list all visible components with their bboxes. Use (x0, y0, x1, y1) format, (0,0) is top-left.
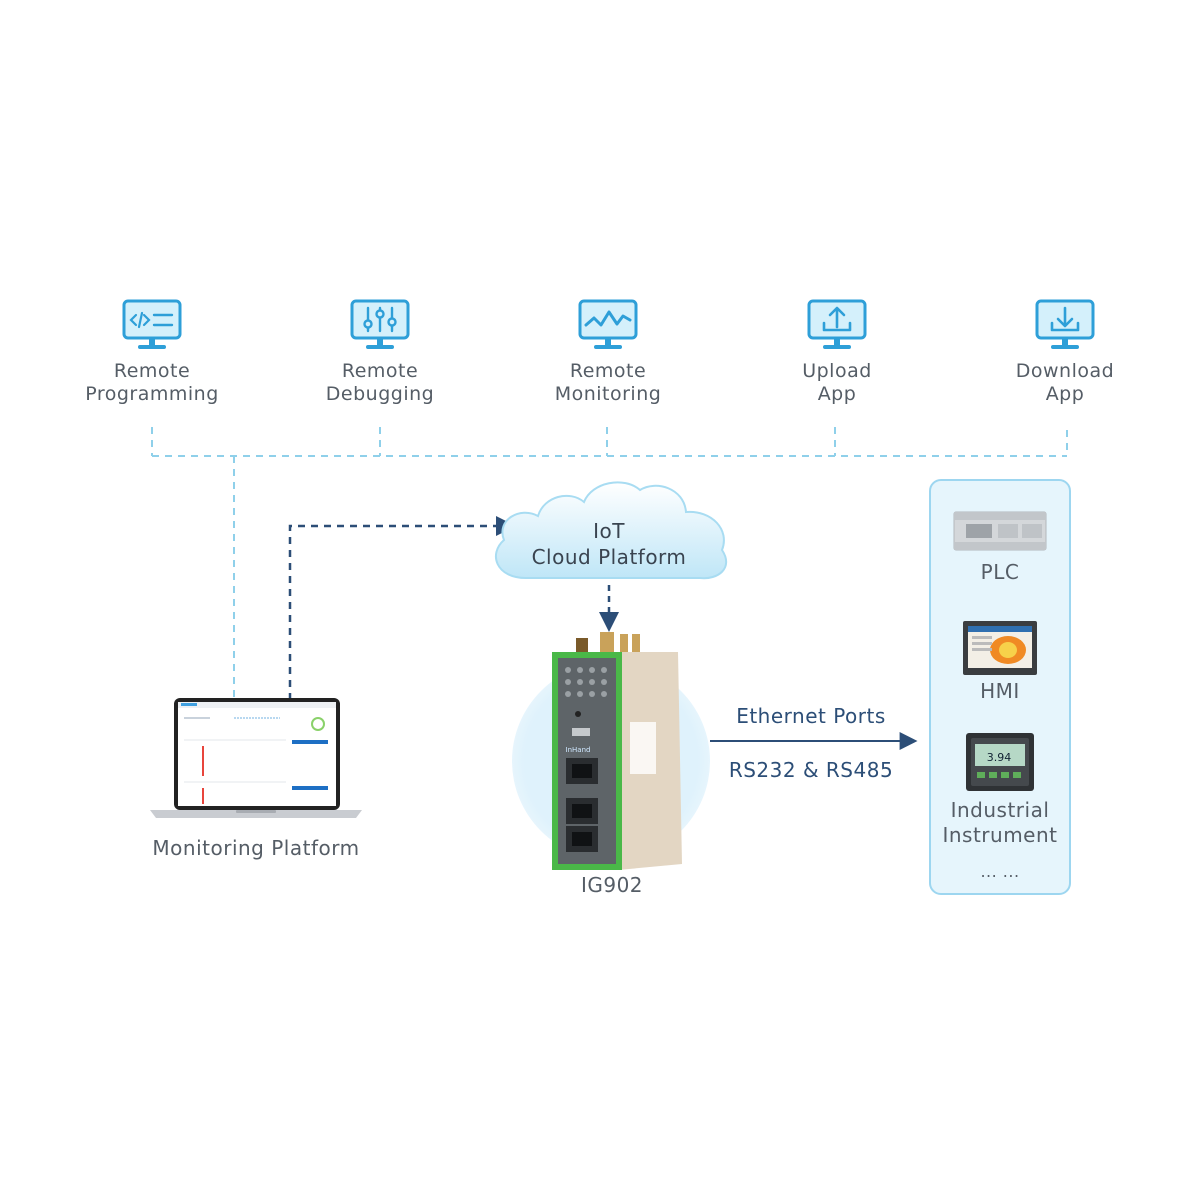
instrument-label: Industrial Instrument (930, 798, 1070, 848)
gateway-brand: InHand (566, 746, 591, 754)
feature-label: Remote Programming (52, 360, 252, 406)
cloud-label: IoT Cloud Platform (486, 518, 732, 570)
upload-monitor-icon (807, 299, 867, 349)
feature-upload-app: Upload App (737, 298, 937, 406)
feature-label-line: Download (1015, 360, 1115, 382)
feature-label-line: Remote (341, 360, 419, 382)
feature-download-app: Download App (965, 298, 1165, 406)
instrument-label-line-1: Industrial (950, 798, 1050, 822)
feature-label-line: Remote (569, 360, 647, 382)
feature-remote-monitoring: Remote Monitoring (508, 298, 708, 406)
feature-label: Remote Debugging (280, 360, 480, 406)
hmi-label: HMI (980, 679, 1020, 703)
feature-label-line: Debugging (325, 383, 435, 405)
feature-label-line: App (817, 383, 857, 405)
more-devices-label: ... ... (980, 862, 1020, 881)
hmi-image (963, 621, 1037, 675)
gateway-label: IG902 (580, 873, 644, 897)
download-monitor-icon (1035, 299, 1095, 349)
pulse-monitor-icon (578, 299, 638, 349)
laptop-cloud-link (288, 516, 516, 700)
cloud-icon (494, 481, 728, 580)
cloud-label-line-1: IoT (593, 519, 625, 543)
sliders-monitor-icon (350, 299, 410, 349)
ethernet-ports-label: Ethernet Ports (736, 704, 886, 728)
feature-label: Remote Monitoring (508, 360, 708, 406)
devices-panel (929, 479, 1071, 895)
feature-label-line: App (1045, 383, 1085, 405)
feature-remote-programming: Remote Programming (52, 298, 252, 406)
feature-bus-lines (151, 427, 1068, 700)
serial-ports-label: RS232 & RS485 (728, 758, 894, 782)
feature-label: Upload App (737, 360, 937, 406)
feature-label: Download App (965, 360, 1165, 406)
laptop-label: Monitoring Platform (152, 836, 360, 860)
instrument-label-line-2: Instrument (942, 823, 1058, 847)
feature-label-line: Upload (802, 360, 872, 382)
feature-label-line: Programming (85, 383, 219, 405)
feature-remote-debugging: Remote Debugging (280, 298, 480, 406)
code-monitor-icon (122, 299, 182, 349)
cloud-label-line-2: Cloud Platform (531, 545, 687, 569)
plc-image (953, 511, 1047, 551)
instrument-reading: 3.94 (987, 751, 1012, 764)
feature-label-line: Monitoring (554, 383, 662, 405)
feature-label-line: Remote (113, 360, 191, 382)
laptop-image (150, 698, 362, 818)
instrument-image: 3.94 (966, 733, 1034, 791)
plc-label: PLC (980, 560, 1020, 584)
gateway-device: InHand (552, 632, 682, 870)
